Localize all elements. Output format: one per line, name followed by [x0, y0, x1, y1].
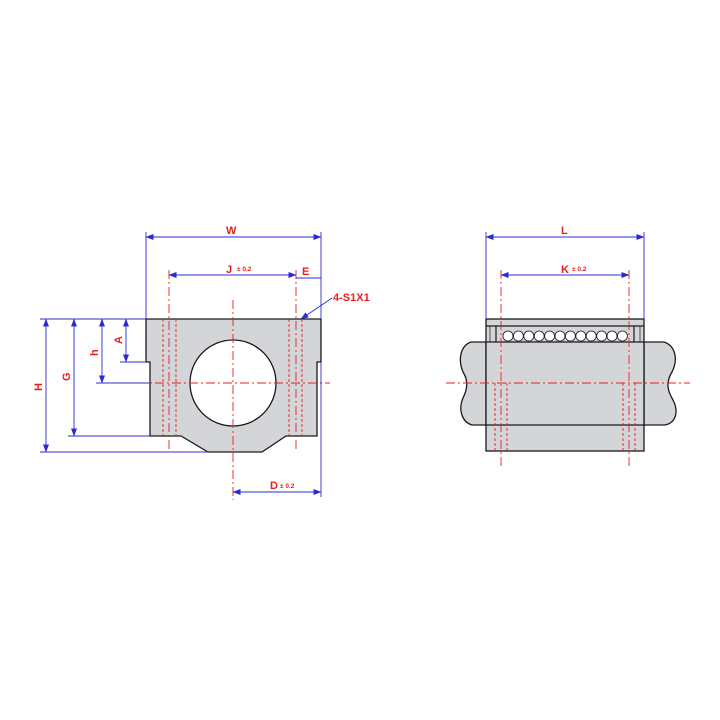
- dim-D: D ± 0.2: [232, 362, 322, 497]
- front-view: W J ± 0.2 E 4-S1X1 H G: [33, 225, 370, 500]
- dim-G: G: [61, 318, 150, 437]
- ball: [533, 330, 545, 342]
- side-view: L K ± 0.2: [446, 225, 690, 468]
- ball: [523, 330, 535, 342]
- label-D-tolerance: ± 0.2: [280, 483, 295, 490]
- shaft-right: [643, 341, 677, 426]
- dim-H: H: [33, 318, 208, 453]
- ball: [596, 330, 607, 342]
- side-view-housing: [485, 318, 645, 452]
- ball: [606, 330, 618, 342]
- dim-J: J ± 0.2: [168, 264, 297, 278]
- shaft-left: [459, 341, 487, 426]
- dim-K: K ± 0.2: [500, 264, 630, 278]
- dim-E: E: [296, 266, 321, 279]
- label-W: W: [226, 225, 237, 237]
- label-J-tolerance: ± 0.2: [237, 266, 252, 273]
- label-S1X1: 4-S1X1: [333, 292, 370, 304]
- label-K-tolerance: ± 0.2: [572, 266, 587, 273]
- label-A: A: [113, 336, 125, 344]
- label-L: L: [561, 225, 568, 237]
- ball: [502, 330, 514, 342]
- label-K: K: [561, 264, 569, 276]
- ball: [544, 330, 555, 342]
- ball: [585, 330, 597, 342]
- ball: [575, 330, 587, 342]
- label-E: E: [302, 266, 309, 278]
- dim-L: L: [485, 225, 645, 319]
- leader-S1X1: 4-S1X1: [300, 292, 370, 320]
- label-J: J: [226, 264, 232, 276]
- ball: [565, 330, 576, 342]
- label-h: h: [89, 349, 101, 356]
- label-D: D: [270, 480, 278, 492]
- dim-A: A: [113, 318, 146, 363]
- label-H: H: [33, 383, 45, 391]
- ball-bearings: [502, 330, 628, 342]
- ball: [617, 330, 628, 342]
- label-G: G: [61, 372, 73, 381]
- dim-W: W: [145, 225, 322, 319]
- ball: [513, 330, 524, 342]
- ball: [554, 330, 566, 342]
- dim-h: h: [89, 318, 150, 384]
